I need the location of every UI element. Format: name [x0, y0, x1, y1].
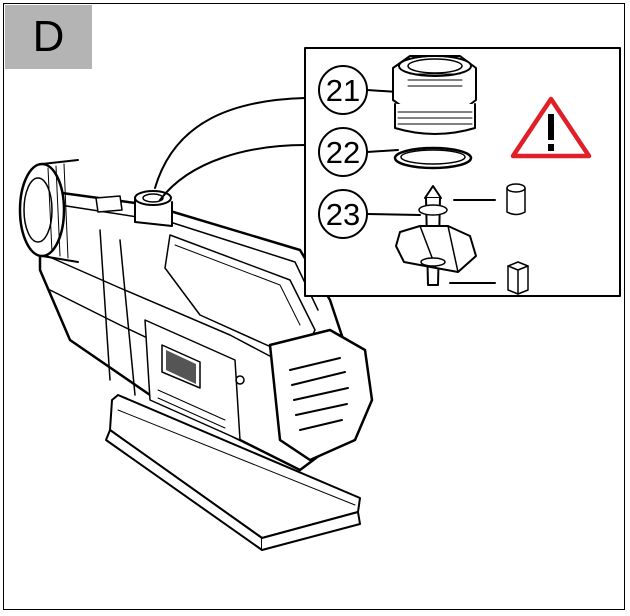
callout-number-22: 22	[326, 135, 360, 170]
valve-block-part	[507, 261, 529, 295]
warning-triangle-icon	[510, 96, 592, 159]
valve-cylinder-part	[506, 183, 526, 216]
detail-leader-upper	[154, 97, 306, 189]
pump-base-plate	[105, 394, 361, 551]
callout-marker-23	[318, 189, 421, 239]
pump-motor-cover	[268, 328, 374, 462]
panel-label: D	[5, 5, 92, 69]
figure-frame	[3, 3, 625, 610]
callout-number-23: 23	[326, 197, 360, 232]
pump-control-panel	[144, 319, 245, 441]
adapter-fitting-part	[392, 55, 477, 135]
pump-outlet-port	[95, 190, 173, 227]
callout-marker-22	[318, 127, 399, 177]
non-return-valve-part	[395, 185, 496, 286]
sealing-ring-part	[393, 146, 473, 170]
detail-leader-lower	[159, 144, 306, 201]
callout-number-21: 21	[326, 73, 360, 108]
pump-inlet-cap	[18, 159, 79, 263]
